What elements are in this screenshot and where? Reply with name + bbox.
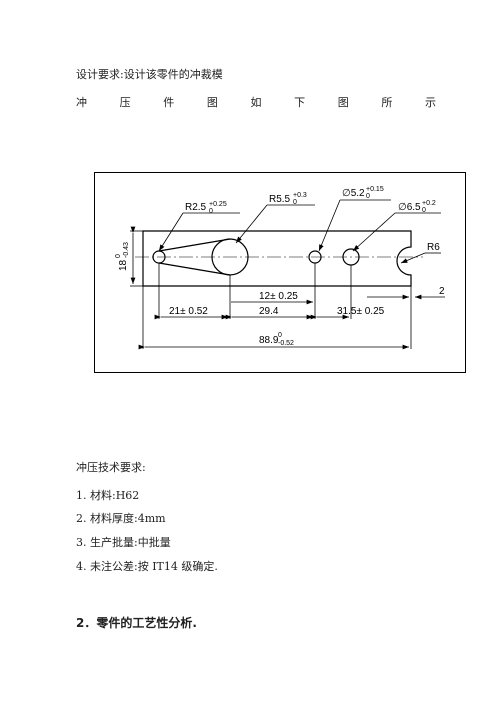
tech-requirement-item: 1. 材料:H62	[76, 489, 140, 502]
part-drawing: R2.5 +0.25 0 R5.5 +0.3 0 ∅5.2 +0.15 0 ∅6…	[94, 172, 466, 373]
figure-caption-char: 件	[163, 96, 175, 109]
figure-caption-char: 图	[206, 96, 218, 109]
figure-caption-char: 图	[337, 96, 349, 109]
part-drawing-svg: R2.5 +0.25 0 R5.5 +0.3 0 ∅5.2 +0.15 0 ∅6…	[115, 186, 445, 350]
dim-21-label: 21± 0.52	[169, 306, 208, 317]
design-requirement: 设计要求:设计该零件的冲裁模	[76, 68, 223, 81]
dia-large-tol-lower: 0	[422, 207, 426, 214]
dim-12-label: 12± 0.25	[259, 291, 298, 302]
figure-caption-char: 压	[119, 96, 131, 109]
height-label: 18	[118, 259, 129, 271]
r-small-label: R2.5	[185, 202, 207, 213]
figure-caption-char: 冲	[76, 96, 87, 109]
tech-requirements-title: 冲压技术要求:	[76, 461, 146, 474]
dimension-lines	[130, 226, 445, 350]
figure-caption-char: 示	[425, 96, 436, 109]
dia-small-tol-lower: 0	[366, 193, 370, 200]
tech-requirement-item: 4. 未注公差:按 IT14 级确定.	[76, 560, 218, 573]
figure-caption-char: 下	[294, 96, 306, 109]
overall-tol-lower: -0.52	[278, 340, 294, 347]
dia-large-tol-upper: +0.2	[422, 200, 436, 207]
r-small-tol-lower: 0	[209, 208, 213, 215]
overall-tol-upper: 0	[278, 332, 282, 339]
tech-requirement-item: 2. 材料厚度:4mm	[76, 512, 166, 525]
dia-small-tol-upper: +0.15	[366, 186, 384, 193]
section-heading: 2．零件的工艺性分析.	[76, 616, 197, 630]
tech-requirement-item: 3. 生产批量:中批量	[76, 536, 171, 549]
height-tol-upper: 0	[115, 254, 122, 258]
dim-29-label: 29.4	[259, 306, 279, 317]
dia-small-label: ∅5.2	[342, 188, 365, 199]
figure-caption: 冲压件图如下图所示	[76, 94, 436, 110]
dim-2-label: 2	[439, 286, 445, 297]
dia-large-label: ∅6.5	[398, 202, 421, 213]
height-tol-lower: -0.43	[123, 242, 130, 258]
leader-lines	[158, 199, 441, 264]
overall-label: 88.9	[259, 335, 279, 346]
figure-caption-char: 所	[381, 96, 393, 109]
r-small-tol-upper: +0.25	[209, 201, 227, 208]
r-end-label: R6	[427, 242, 440, 253]
r-large-tol-upper: +0.3	[293, 192, 307, 199]
part-outline	[142, 230, 412, 287]
r-large-label: R5.5	[269, 194, 291, 205]
figure-caption-char: 如	[250, 96, 262, 109]
dim-31-label: 31.5± 0.25	[337, 306, 385, 317]
r-large-tol-lower: 0	[293, 199, 297, 206]
